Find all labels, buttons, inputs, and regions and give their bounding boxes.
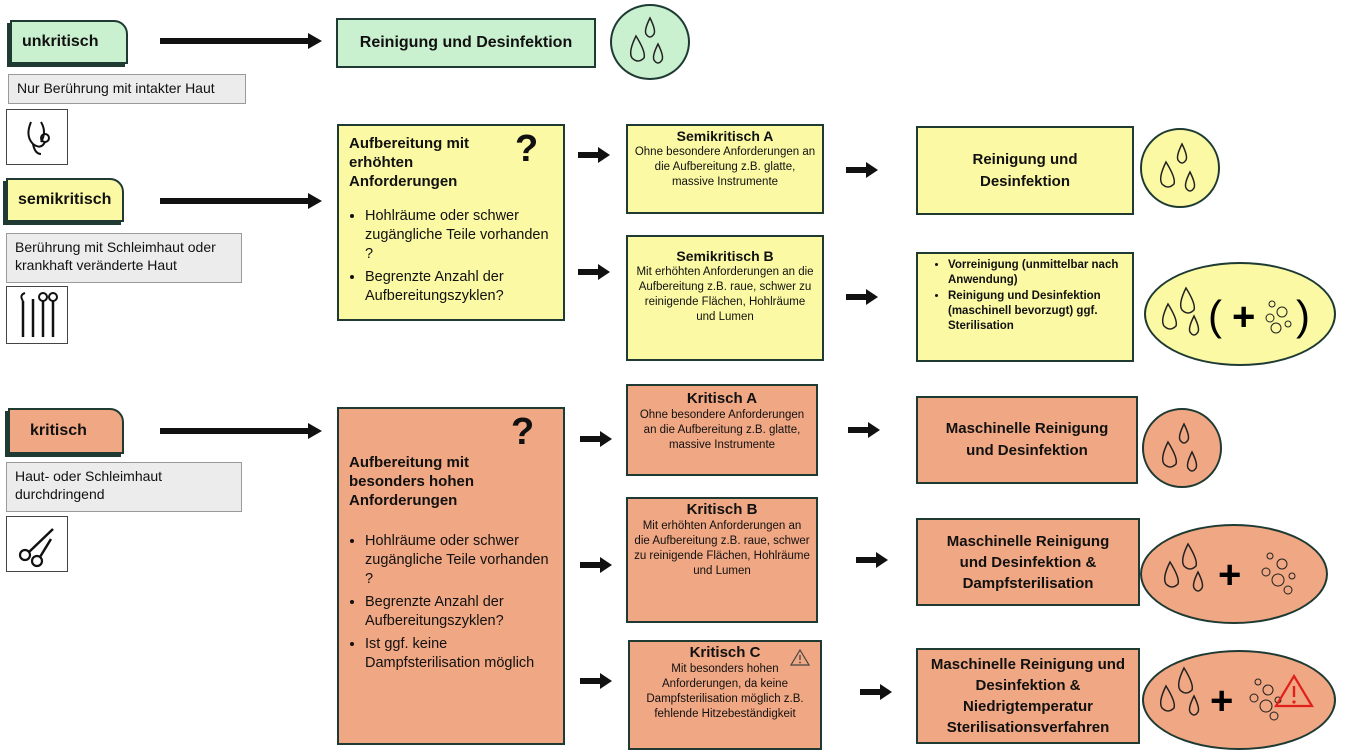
dental-instruments-icon xyxy=(6,286,68,344)
kritisch-process-bullets: Hohlräume oder schwer zugängliche Teile … xyxy=(349,532,553,673)
semikritisch-question-mark: ? xyxy=(515,128,539,170)
semikritisch-a-result-text: Reinigung und Desinfektion xyxy=(972,150,1078,190)
arrow-kritisch-b-result xyxy=(856,551,890,569)
kritisch-c-result-text: Maschinelle Reinigung und Desinfektion &… xyxy=(930,656,1126,736)
list-item: Reinigung und Desinfektion (maschinell b… xyxy=(948,289,1124,334)
semikritisch-process-title: Aufbereitung mit erhöhten Anforderungen xyxy=(349,135,469,190)
unkritisch-result-text: Reinigung und Desinfektion xyxy=(359,34,573,51)
plus-sign: + xyxy=(1232,295,1255,339)
kritisch-process-title: Aufbereitung mit besonders hohen Anforde… xyxy=(349,454,475,509)
semikritisch-process-box: Aufbereitung mit erhöhten Anforderungen … xyxy=(337,124,565,321)
arrow-kritisch-a-result xyxy=(848,421,882,439)
kritisch-a-result-box: Maschinelle Reinigung und Desinfektion xyxy=(916,396,1138,484)
arrow-to-kritisch-c xyxy=(580,672,614,690)
kritisch-c-box: Kritisch C Mit besonders hohen Anforderu… xyxy=(628,640,822,750)
unkritisch-result-box: Reinigung und Desinfektion xyxy=(336,18,596,68)
kritisch-a-box: Kritisch A Ohne besondere Anforderungen … xyxy=(626,384,818,476)
semikritisch-a-text: Ohne besondere Anforderungen an die Aufb… xyxy=(634,146,816,188)
list-item: Vorreinigung (unmittelbar nach Anwendung… xyxy=(948,258,1124,288)
kritisch-b-text: Mit erhöhten Anforderungen an die Aufber… xyxy=(634,520,810,577)
kritisch-c-text: Mit besonders hohen Anforderungen, da ke… xyxy=(646,663,804,720)
kritisch-a-result-text: Maschinelle Reinigung und Desinfektion xyxy=(945,420,1109,459)
scissors-icon xyxy=(6,516,68,572)
arrow-to-kritisch-b xyxy=(580,556,614,574)
arrow-to-semikritisch-a xyxy=(578,146,612,164)
semikritisch-a-title: Semikritisch A xyxy=(676,128,774,144)
semikritisch-process-bullets: Hohlräume oder schwer zugängliche Teile … xyxy=(349,207,553,306)
arrow-semikritisch-b-result xyxy=(846,288,880,306)
kritisch-c-title: Kritisch C xyxy=(689,644,761,661)
list-item: Begrenzte Anzahl der Aufbereitungszyklen… xyxy=(365,593,553,631)
semikritisch-a-result-box: Reinigung und Desinfektion xyxy=(916,126,1134,215)
kritisch-c-result-box: Maschinelle Reinigung und Desinfektion &… xyxy=(916,648,1140,744)
paren-close: ) xyxy=(1296,292,1310,339)
tag-kritisch-label: kritisch xyxy=(30,422,87,439)
list-item: Hohlräume oder schwer zugängliche Teile … xyxy=(365,207,553,264)
list-item: Hohlräume oder schwer zugängliche Teile … xyxy=(365,532,553,589)
list-item: Begrenzte Anzahl der Aufbereitungszyklen… xyxy=(365,268,553,306)
drops-icon-semikritisch-a xyxy=(1140,128,1220,208)
drops-plus-lowtemp-icon-kritisch-c: + xyxy=(1142,650,1336,750)
semikritisch-a-box: Semikritisch A Ohne besondere Anforderun… xyxy=(626,124,824,214)
arrow-unkritisch xyxy=(160,30,324,52)
tag-unkritisch: unkritisch xyxy=(10,20,128,64)
arrow-semikritisch-a-result xyxy=(846,161,880,179)
kritisch-a-title: Kritisch A xyxy=(686,390,758,407)
unkritisch-description: Nur Berührung mit intakter Haut xyxy=(8,74,246,104)
warning-icon-small xyxy=(790,648,810,666)
kritisch-b-title: Kritisch B xyxy=(686,501,758,518)
tag-semikritisch-label: semikritisch xyxy=(18,191,112,208)
semikritisch-b-result-box: Vorreinigung (unmittelbar nach Anwendung… xyxy=(916,252,1134,362)
semikritisch-description: Berührung mit Schleimhaut oder krankhaft… xyxy=(6,233,242,283)
arrow-semikritisch xyxy=(160,190,324,212)
kritisch-description: Haut- oder Schleimhaut durchdringend xyxy=(6,462,242,512)
arrow-kritisch xyxy=(160,420,324,442)
kritisch-b-result-box: Maschinelle Reinigung und Desinfektion &… xyxy=(916,518,1140,606)
tag-unkritisch-label: unkritisch xyxy=(22,33,99,50)
arrow-to-kritisch-a xyxy=(580,430,614,448)
arrow-kritisch-c-result xyxy=(860,683,894,701)
semikritisch-b-title: Semikritisch B xyxy=(676,248,774,264)
arrow-to-semikritisch-b xyxy=(578,263,612,281)
list-item: Ist ggf. keine Dampfsterilisation möglic… xyxy=(365,635,553,673)
drops-icon-unkritisch xyxy=(610,4,690,80)
plus-sign: + xyxy=(1218,553,1241,597)
semikritisch-b-result-bullets: Vorreinigung (unmittelbar nach Anwendung… xyxy=(926,258,1124,334)
plus-sign: + xyxy=(1210,679,1233,723)
kritisch-process-box: Aufbereitung mit besonders hohen Anforde… xyxy=(337,407,565,745)
kritisch-question-mark: ? xyxy=(511,411,535,453)
kritisch-a-text: Ohne besondere Anforderungen an die Aufb… xyxy=(639,409,805,451)
tag-kritisch: kritisch xyxy=(8,408,124,454)
stethoscope-icon xyxy=(6,109,68,165)
paren-open: ( xyxy=(1208,292,1222,339)
warning-icon xyxy=(1274,673,1314,708)
semikritisch-b-text: Mit erhöhten Anforderungen an die Aufber… xyxy=(636,266,814,323)
drops-plus-steam-icon-kritisch-b: + xyxy=(1140,524,1328,624)
kritisch-b-box: Kritisch B Mit erhöhten Anforderungen an… xyxy=(626,497,818,623)
tag-semikritisch: semikritisch xyxy=(6,178,124,222)
semikritisch-b-box: Semikritisch B Mit erhöhten Anforderunge… xyxy=(626,235,824,361)
kritisch-b-result-text: Maschinelle Reinigung und Desinfektion &… xyxy=(946,532,1110,592)
drops-icon-kritisch-a xyxy=(1142,408,1222,488)
drops-plus-bubbles-icon-semikritisch-b: ( + ) xyxy=(1144,262,1336,366)
